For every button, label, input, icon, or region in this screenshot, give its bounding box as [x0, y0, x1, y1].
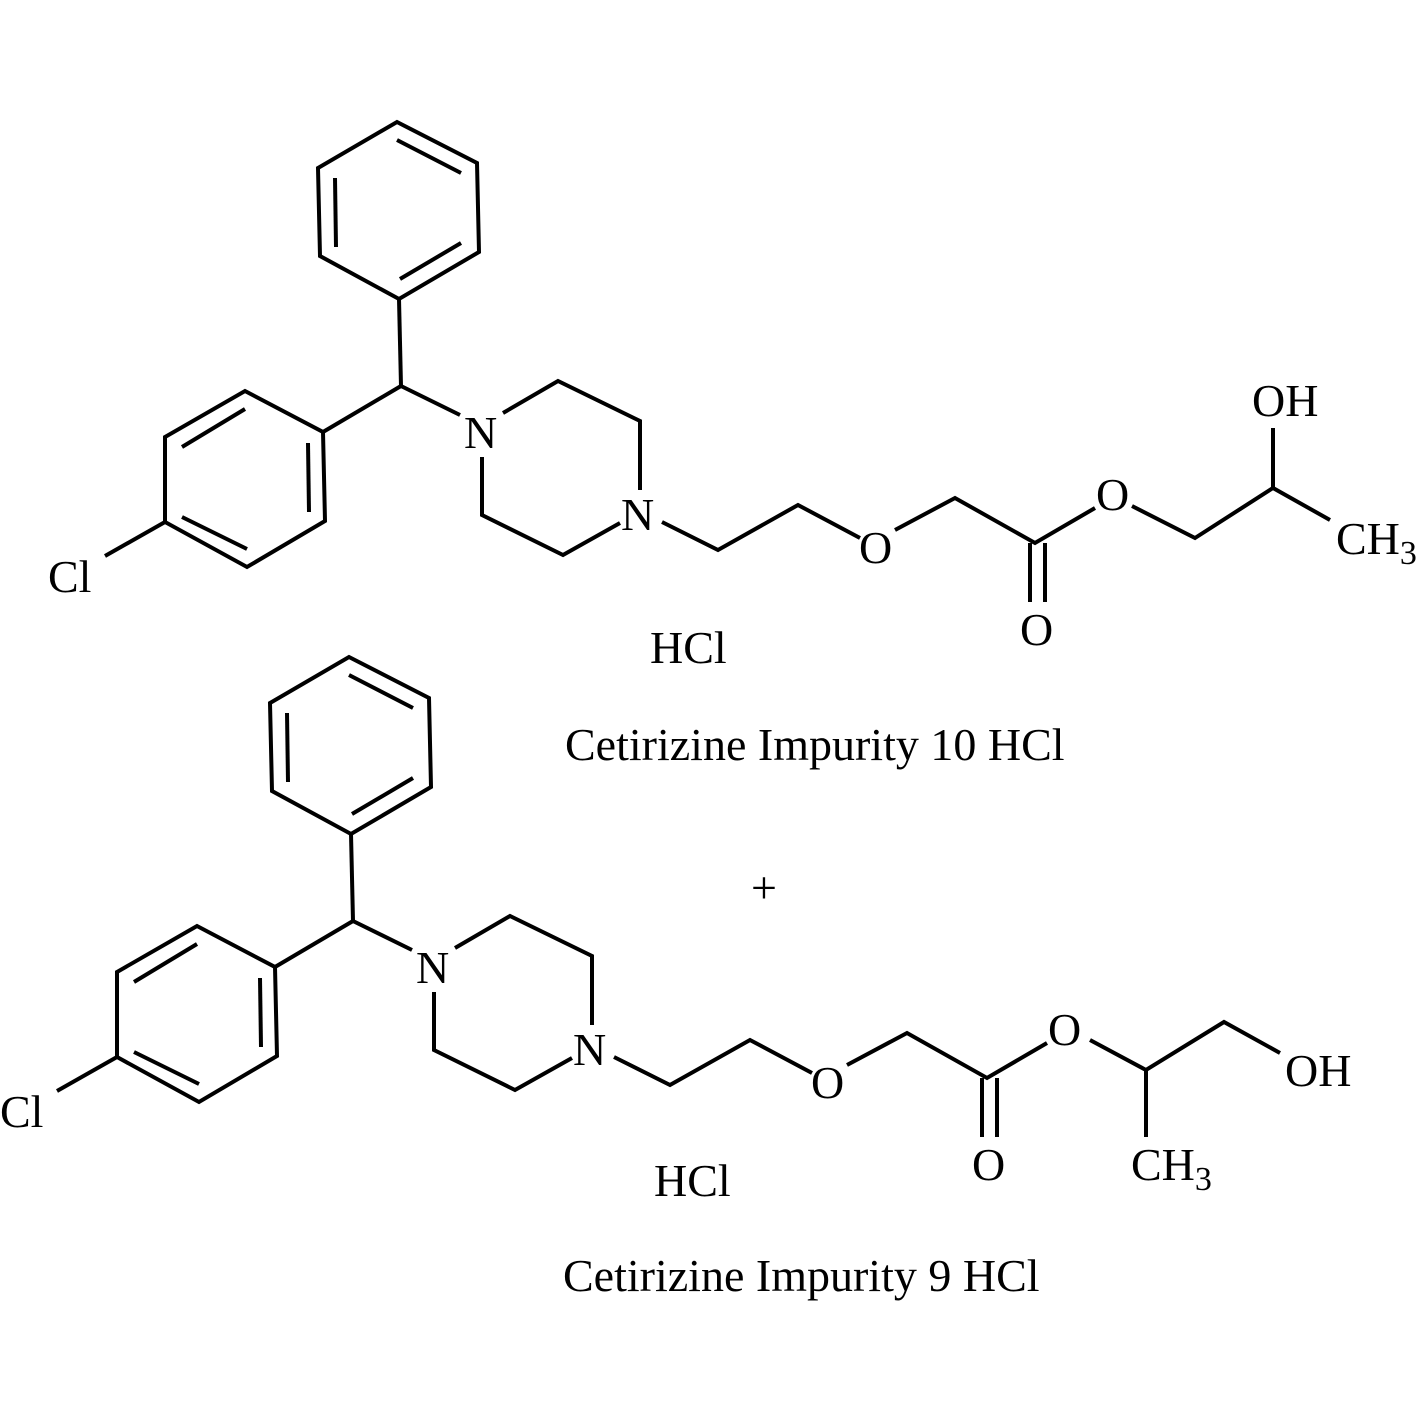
atom-n2: N	[573, 1024, 606, 1075]
atom-oh: OH	[1285, 1045, 1351, 1096]
atom-n1: N	[416, 942, 449, 993]
atom-cl: Cl	[48, 551, 91, 602]
atom-o-ether: O	[811, 1057, 844, 1108]
molecule-1-core-bonds	[103, 120, 1097, 604]
atom-oh: OH	[1252, 375, 1318, 426]
atom-o-ester: O	[1048, 1004, 1081, 1055]
atom-o-ester: O	[1096, 469, 1129, 520]
atom-n1: N	[464, 407, 497, 458]
atom-o-carbonyl: O	[1020, 604, 1053, 655]
atom-ch3: CH3	[1336, 513, 1417, 572]
compound-name: Cetirizine Impurity 9 HCl	[563, 1250, 1040, 1301]
atom-cl: Cl	[0, 1086, 43, 1137]
salt-label: HCl	[650, 622, 727, 673]
atom-o-carbonyl: O	[972, 1139, 1005, 1190]
molecule-1-tail-bonds	[1131, 485, 1331, 541]
compound-name: Cetirizine Impurity 10 HCl	[565, 719, 1065, 770]
atom-n2: N	[621, 489, 654, 540]
salt-label: HCl	[654, 1155, 731, 1206]
atom-ch3: CH3	[1131, 1139, 1212, 1198]
plus-sign: +	[751, 862, 777, 913]
molecule-cetirizine-impurity-9: Cl N N O O O OH CH3 HCl Cetirizine Impur…	[0, 655, 1351, 1301]
atom-o-ether: O	[859, 522, 892, 573]
molecule-2-tail-bonds	[1089, 1019, 1281, 1073]
molecule-cetirizine-impurity-10: Cl N N O O O OH CH3 HCl Cetirizine Impur…	[48, 120, 1417, 770]
